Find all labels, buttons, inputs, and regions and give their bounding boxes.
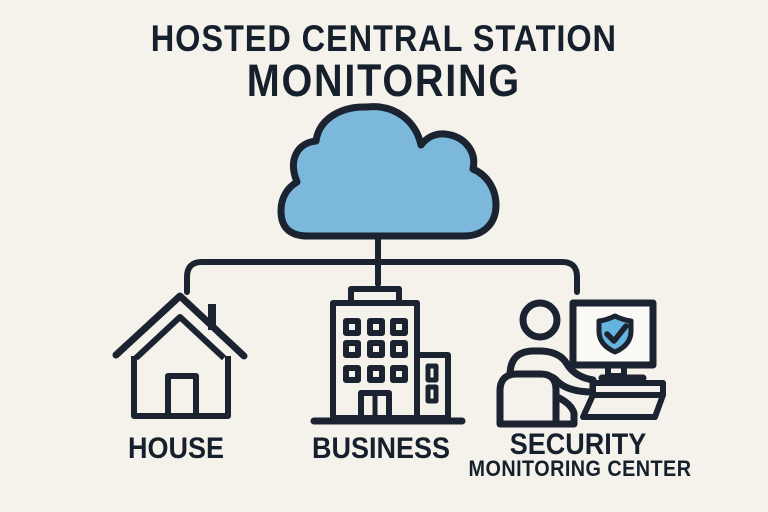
building-rooftop: [348, 286, 402, 306]
security-label: SECURITY: [502, 429, 654, 461]
office-building-icon: [310, 286, 466, 425]
house-door: [165, 373, 199, 419]
chair-icon: [496, 370, 560, 428]
cloud-icon: [277, 103, 500, 240]
house-roof-inner: [133, 314, 227, 361]
house-walls: [131, 356, 231, 419]
title-line-2-text: MONITORING: [246, 55, 522, 106]
title-line-1-text: HOSTED CENTRAL STATION: [150, 18, 618, 59]
title-line-1: HOSTED CENTRAL STATION: [0, 20, 768, 58]
checkmark-icon: [604, 323, 629, 344]
house-label-text: HOUSE: [127, 432, 225, 465]
business-label: BUSINESS: [304, 433, 457, 465]
building-annex-windows: [425, 363, 439, 404]
page-title: HOSTED CENTRAL STATION MONITORING: [0, 20, 768, 104]
house-label: HOUSE: [123, 433, 230, 465]
desk-top: [590, 380, 666, 398]
connector-lines: [184, 233, 580, 295]
title-line-2: MONITORING: [0, 58, 768, 104]
person-head: [519, 299, 561, 341]
desk-front: [580, 392, 666, 420]
security-sublabel: MONITORING CENTER: [456, 457, 704, 481]
business-label-text: BUSINESS: [311, 432, 451, 465]
security-sublabel-text: MONITORING CENTER: [468, 456, 692, 481]
security-monitoring-center-icon: [496, 299, 666, 428]
shield-icon: [596, 313, 634, 355]
building-windows: [343, 318, 408, 383]
shield-check-icon: [596, 313, 634, 355]
security-label-text: SECURITY: [509, 428, 647, 461]
house-icon: [112, 292, 248, 419]
house-roof-outer: [112, 292, 248, 360]
